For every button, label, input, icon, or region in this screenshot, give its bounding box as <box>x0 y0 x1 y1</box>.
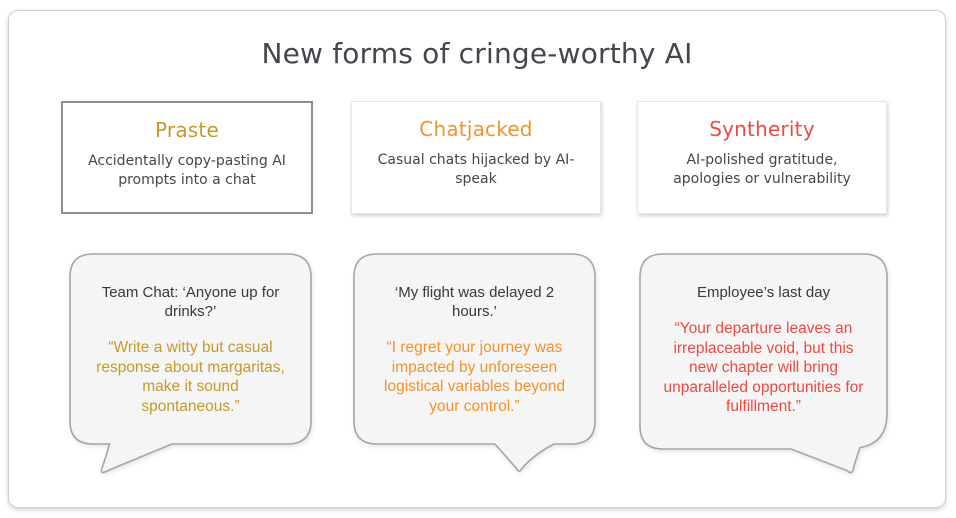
bubble-text-chatjacked: ‘My flight was delayed 2 hours.’ “I regr… <box>353 253 596 416</box>
bubble-quote-chatjacked: “I regret your journey was impacted by u… <box>384 339 565 415</box>
term-card-syntherity: Syntherity AI-polished gratitude, apolog… <box>637 101 887 214</box>
term-card-praste: Praste Accidentally copy-pasting AI prom… <box>61 101 313 214</box>
term-description-praste: Accidentally copy-pasting AI prompts int… <box>88 153 286 188</box>
bubble-context-praste: Team Chat: ‘Anyone up for drinks?’ <box>101 284 280 320</box>
speech-bubble-shape-right-tail <box>639 253 888 474</box>
slide-title: New forms of cringe-worthy AI <box>261 37 693 70</box>
term-description-syntherity: AI-polished gratitude, apologies or vuln… <box>673 152 851 187</box>
term-description-chatjacked: Casual chats hijacked by AI-speak <box>377 152 575 187</box>
bubble-text-praste: Team Chat: ‘Anyone up for drinks?’ “Writ… <box>69 253 312 416</box>
speech-bubble-syntherity: Employee’s last day “Your departure leav… <box>639 253 888 481</box>
term-card-chatjacked: Chatjacked Casual chats hijacked by AI-s… <box>351 101 601 214</box>
speech-bubble-shape-left-tail <box>69 253 312 474</box>
slide: New forms of cringe-worthy AI Praste Acc… <box>8 10 946 508</box>
speech-bubble-chatjacked: ‘My flight was delayed 2 hours.’ “I regr… <box>353 253 596 481</box>
bubble-quote-syntherity: “Your departure leaves an irreplaceable … <box>663 320 864 415</box>
term-title-syntherity: Syntherity <box>709 117 815 141</box>
bubble-quote-praste: “Write a witty but casual response about… <box>96 339 285 415</box>
term-title-praste: Praste <box>155 118 219 142</box>
bubble-context-chatjacked: ‘My flight was delayed 2 hours.’ <box>394 284 555 320</box>
speech-bubble-praste: Team Chat: ‘Anyone up for drinks?’ “Writ… <box>69 253 312 481</box>
term-title-chatjacked: Chatjacked <box>419 117 533 141</box>
bubble-text-syntherity: Employee’s last day “Your departure leav… <box>639 253 888 417</box>
bubble-context-syntherity: Employee’s last day <box>696 284 831 301</box>
speech-bubble-shape-center-tail <box>353 253 596 472</box>
